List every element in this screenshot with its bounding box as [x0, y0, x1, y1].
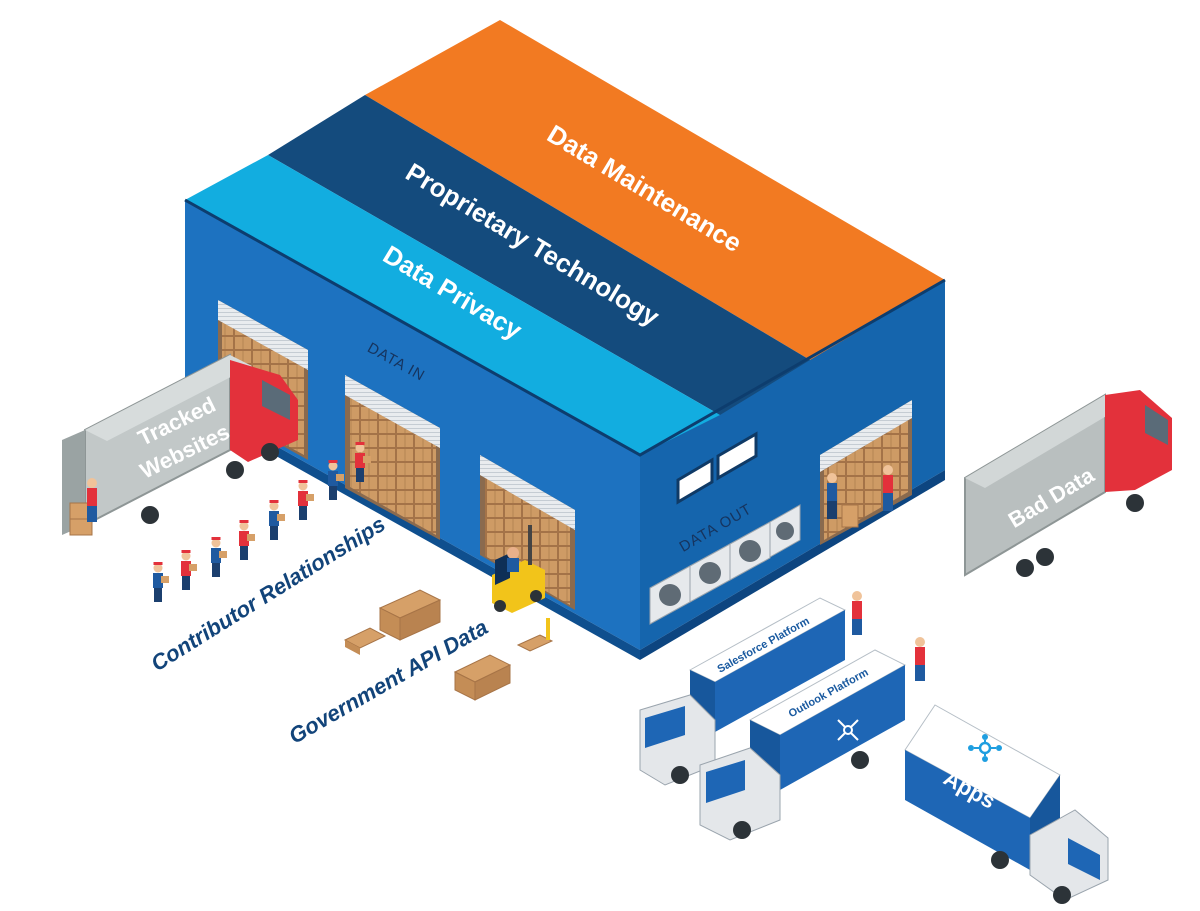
contributor-worker: [269, 500, 285, 540]
contributor-worker: [328, 460, 344, 500]
dock-door-2: [345, 375, 440, 540]
roof-band-proprietary-technology: [268, 95, 810, 415]
contributor-worker: [211, 537, 227, 577]
warehouse-building: Data Maintenance Proprietary Technology …: [184, 20, 946, 660]
contributor-worker: [153, 562, 169, 602]
outlook-network-icon: [837, 719, 859, 741]
truck-outlook: Outlook Platform: [699, 649, 907, 841]
worker-unloading: [87, 478, 97, 522]
truck-apps: Apps: [852, 591, 1109, 904]
forklift: [492, 525, 545, 613]
side-wall-windows: [676, 431, 758, 505]
label-contributor-relationships: Contributor Relationships: [146, 511, 389, 676]
ac-units: [649, 504, 801, 625]
contributor-worker: [298, 480, 314, 520]
truck-tracked-websites: Tracked Websites: [62, 353, 298, 536]
contributor-workers: [153, 442, 371, 602]
roof-band-data-privacy: [185, 155, 720, 455]
contributor-worker: [239, 520, 255, 560]
contributor-worker: [355, 442, 371, 482]
roof-band-data-maintenance: [365, 20, 945, 360]
truck-bad-data: Bad Data: [964, 390, 1172, 577]
contributor-worker: [181, 550, 197, 590]
apps-hub-icon: [968, 734, 1002, 762]
dock-door-3: [480, 455, 575, 610]
data-out-workers: [827, 465, 893, 528]
pallets-government-api: [343, 589, 554, 701]
